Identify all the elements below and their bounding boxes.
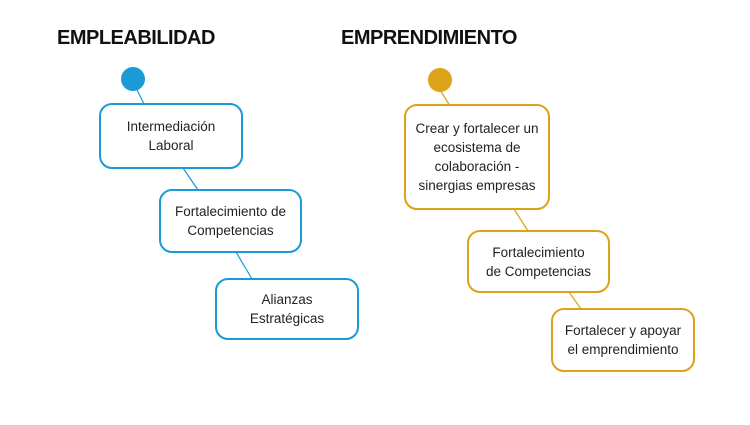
empleabilidad-box-fortalecimiento: Fortalecimiento de Competencias — [159, 189, 302, 253]
box-text-line: ecosistema de — [433, 140, 521, 155]
box-text-line: Fortalecer y apoyar — [564, 323, 682, 338]
box-text-line: Crear y fortalecer un — [415, 121, 539, 136]
box-text-line: Alianzas Estratégicas — [249, 292, 325, 326]
emprendimiento-heading: EMPRENDIMIENTO — [341, 27, 517, 49]
connector-line — [235, 251, 253, 280]
emprendimiento-dot — [428, 68, 452, 92]
box-text-line: Laboral — [148, 138, 194, 153]
connector-line — [135, 87, 145, 105]
empleabilidad-box-alianzas: Alianzas Estratégicas — [215, 278, 359, 340]
connector-line — [513, 208, 529, 232]
empleabilidad-box-intermediacion: Intermediación Laboral — [99, 103, 243, 169]
connector-line — [439, 89, 451, 107]
connector-line — [182, 167, 199, 191]
box-text-line: de Competencias — [485, 263, 592, 279]
box-text-line: Fortalecimiento de — [174, 204, 287, 219]
box-text-line: el emprendimiento — [567, 342, 679, 357]
emprendimiento-box-ecosistema: Crear y fortalecer un ecosistema de cola… — [404, 104, 550, 210]
empleabilidad-dot — [121, 67, 145, 91]
box-text-line: Fortalecimiento — [492, 244, 585, 260]
box-text-line: Competencias — [187, 223, 274, 238]
connector-line — [568, 291, 582, 310]
emprendimiento-box-emprendimiento: Fortalecer y apoyar el emprendimiento — [551, 308, 695, 372]
box-text-line: Intermediación — [126, 119, 216, 134]
emprendimiento-box-fortalecimiento: Fortalecimiento de Competencias — [467, 230, 610, 293]
empleabilidad-heading: EMPLEABILIDAD — [57, 27, 215, 49]
box-text-line: colaboración - — [434, 159, 520, 174]
box-text-line: sinergias empresas — [418, 178, 536, 193]
